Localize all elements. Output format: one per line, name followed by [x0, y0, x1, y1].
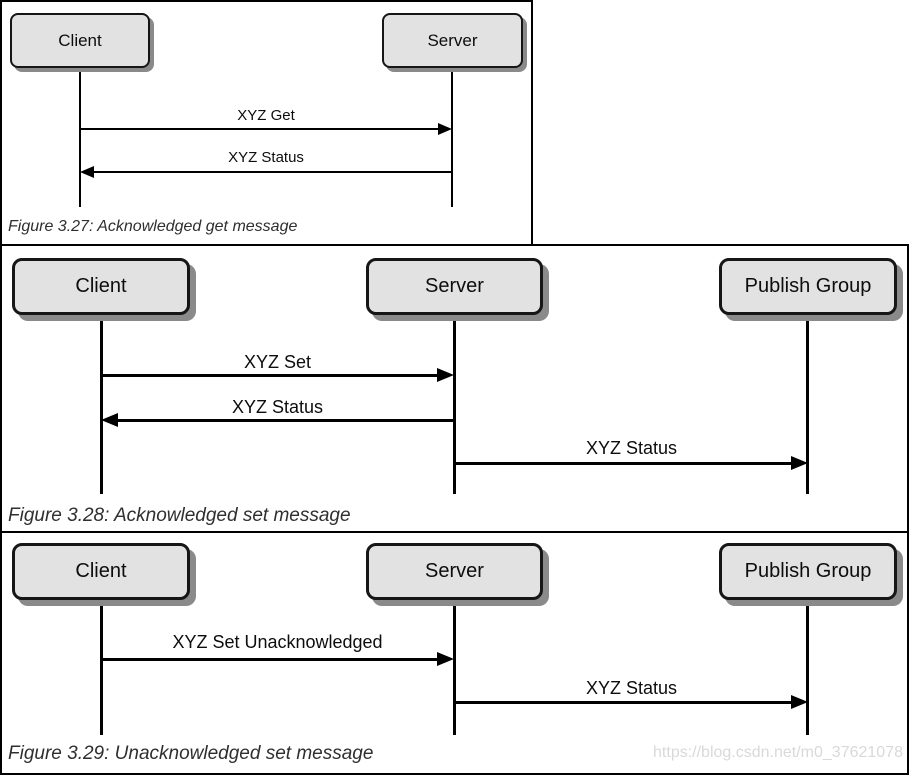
actor-client: Client: [10, 13, 150, 68]
actor-server: Server: [366, 258, 543, 315]
message-label-xyz-status-publish: XYZ Status: [585, 438, 678, 458]
arrowhead-right-icon: [437, 652, 454, 666]
figure-caption: Figure 3.27: Acknowledged get message: [8, 218, 298, 235]
lifeline-server: [453, 600, 456, 735]
figure-329-frame: [0, 531, 909, 775]
message-label-xyz-set: XYZ Set: [243, 352, 312, 372]
actor-server: Server: [366, 543, 543, 600]
arrowhead-right-icon: [437, 368, 454, 382]
message-arrow-xyz-status-publish: [455, 462, 791, 465]
figure-caption: Figure 3.28: Acknowledged set message: [8, 505, 351, 526]
message-arrow-xyz-status: [455, 701, 791, 704]
actor-publish-group: Publish Group: [719, 543, 897, 600]
actor-client: Client: [12, 258, 190, 315]
lifeline-publish-group: [806, 315, 809, 494]
arrowhead-right-icon: [791, 695, 808, 709]
arrowhead-left-icon: [101, 413, 118, 427]
csdn-watermark: https://blog.csdn.net/m0_37621078: [653, 744, 903, 761]
arrowhead-right-icon: [791, 456, 808, 470]
message-label-xyz-status: XYZ Status: [228, 149, 304, 166]
message-arrow-xyz-status: [118, 419, 454, 422]
message-label-xyz-status: XYZ Status: [585, 678, 678, 698]
lifeline-client: [100, 600, 103, 735]
message-arrow-xyz-set-unacknowledged: [101, 658, 437, 661]
arrowhead-right-icon: [438, 123, 452, 135]
lifeline-publish-group: [806, 600, 809, 735]
lifeline-client: [100, 315, 103, 494]
message-label-xyz-status: XYZ Status: [231, 397, 324, 417]
actor-client: Client: [12, 543, 190, 600]
message-label-xyz-set-unacknowledged: XYZ Set Unacknowledged: [172, 632, 383, 652]
figure-caption: Figure 3.29: Unacknowledged set message: [8, 743, 374, 764]
message-arrow-xyz-get: [80, 128, 438, 130]
message-arrow-xyz-set: [101, 374, 437, 377]
lifeline-client: [79, 68, 81, 207]
arrowhead-left-icon: [80, 166, 94, 178]
lifeline-server: [451, 68, 453, 207]
actor-server: Server: [382, 13, 523, 68]
actor-publish-group: Publish Group: [719, 258, 897, 315]
message-label-xyz-get: XYZ Get: [237, 107, 295, 124]
lifeline-server: [453, 315, 456, 494]
message-arrow-xyz-status: [94, 171, 452, 173]
